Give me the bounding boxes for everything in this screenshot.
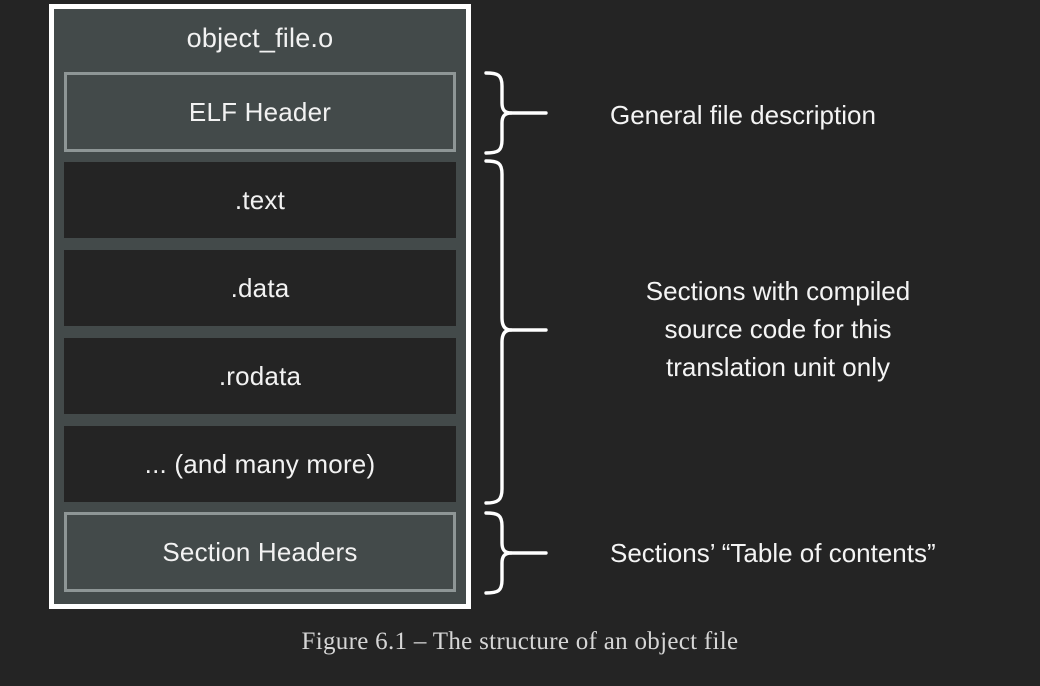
annotation-compiled-sections: Sections with compiled source code for t…: [645, 276, 911, 382]
section-box-data: .data: [64, 250, 456, 326]
curly-brace-icon-sections: [484, 158, 560, 508]
annotation-table-of-contents: Sections’ “Table of contents”: [610, 538, 936, 568]
object-file-title: object_file.o: [186, 23, 334, 53]
annotation-general-file-description: General file description: [610, 100, 876, 130]
section-label: .text: [234, 184, 286, 215]
section-box-rodata: .rodata: [64, 338, 456, 414]
curly-brace-icon-table-of-contents: [484, 510, 560, 596]
section-label: Section Headers: [162, 536, 358, 567]
section-label: ELF Header: [188, 96, 332, 127]
section-box-and-many-more: ... (and many more): [64, 426, 456, 502]
section-box-text: .text: [64, 162, 456, 238]
curly-brace-icon-header: [484, 70, 560, 156]
section-label: ... (and many more): [144, 448, 376, 479]
figure-caption: Figure 6.1 – The structure of an object …: [301, 628, 739, 655]
section-box-elf-header: ELF Header: [64, 72, 456, 152]
section-label: .data: [230, 272, 290, 303]
section-label: .rodata: [218, 360, 302, 391]
section-box-section-headers: Section Headers: [64, 512, 456, 592]
